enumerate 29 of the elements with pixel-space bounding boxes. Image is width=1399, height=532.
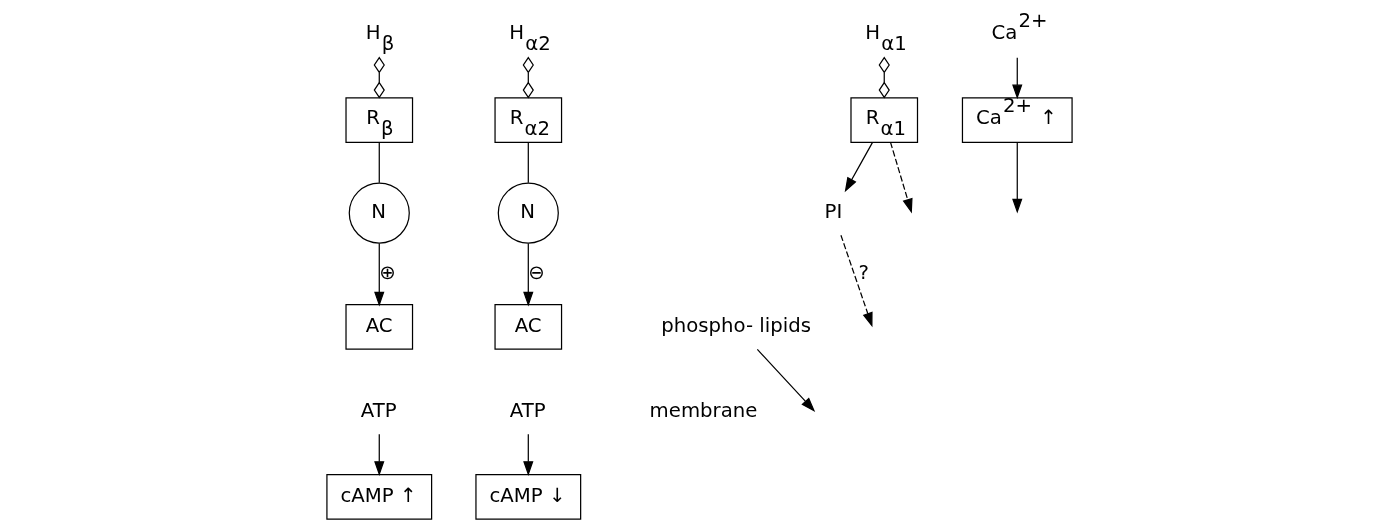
- connector: [522, 56, 534, 99]
- connector: [527, 141, 529, 184]
- edge-label: ⊖: [528, 260, 545, 284]
- node-circle: N: [497, 182, 559, 244]
- arrow: [374, 242, 385, 307]
- edge-label: ?: [858, 260, 869, 284]
- node-box: cAMP ↓: [475, 474, 582, 520]
- arrow: [523, 242, 534, 307]
- label: membrane: [649, 398, 758, 422]
- arrow: [889, 141, 913, 214]
- arrow: [756, 348, 816, 412]
- node-box: AC: [345, 304, 414, 350]
- arrow: [374, 433, 385, 476]
- node-circle: N: [348, 182, 410, 244]
- node-box: AC: [494, 304, 563, 350]
- arrow: [840, 234, 873, 328]
- node-text: phospho- lipids: [661, 313, 812, 337]
- node-text: ATP: [360, 398, 397, 422]
- connector: [878, 56, 890, 99]
- node-box: cAMP ↑: [326, 474, 433, 520]
- arrow: [1012, 57, 1023, 100]
- node-text: ATP: [509, 398, 546, 422]
- connector: [378, 141, 380, 184]
- arrow: [844, 141, 874, 193]
- node-text: PI: [824, 199, 843, 223]
- arrow: [1012, 141, 1023, 214]
- arrow: [523, 433, 534, 476]
- edge-label: ⊕: [379, 260, 396, 284]
- connector: [373, 56, 385, 99]
